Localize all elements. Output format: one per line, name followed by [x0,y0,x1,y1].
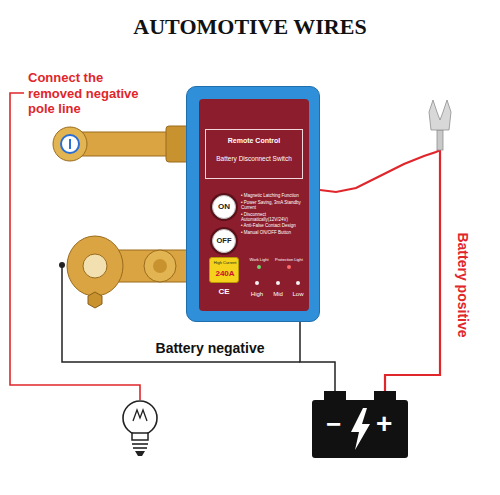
rating-label: High Current [214,261,237,266]
feature-item: • Power Saving, 3mA Standby Current [241,200,307,210]
diagram-title: AUTOMOTIVE WIRES [0,14,500,39]
clamp-post [144,250,176,282]
indicator-label: Work Light [249,258,268,263]
indicator-led [255,281,259,285]
level-label: High [251,291,263,298]
on-button: ON [212,195,236,219]
positive-wire [320,150,440,400]
title-frame [205,129,303,179]
crimp-barrel [437,130,443,150]
button-label: ON [218,202,230,211]
certification-mark: CE [218,287,229,296]
indicator-led [296,281,300,285]
callout-label: Connect the removed negative pole line [28,70,156,117]
terminal-sign: + [376,408,392,440]
feature-item: • Anti-False Contact Design [241,223,307,228]
clamp-bar [112,250,190,282]
wire-label: Battery negative [153,340,268,356]
bulb-tip [135,451,145,456]
junction-dot [59,262,65,268]
bulb-glass [123,401,157,435]
feature-item: • Disconnect Automatically(12V/24V) [241,212,307,222]
bulb-filament [133,410,147,421]
terminal-sign: − [326,410,341,440]
bulb-thread [132,443,148,445]
bulb-neck [132,433,148,440]
bolt-mark-line [69,139,71,149]
current-rating-badge: High Current 240A [209,257,239,283]
terminal-bolt [53,127,87,161]
indicator-led [276,281,280,285]
feature-item: • Magnetic Latching Function [241,193,307,198]
button-label: OFF [217,237,232,246]
fork-terminal [429,100,451,130]
bolt-mark [61,135,79,153]
wire-label: Battery positive [455,229,471,340]
indicator-led [257,265,261,269]
level-label: Mid [273,291,283,298]
bulb-thread [133,447,147,449]
device-heading: Battery Disconnect Switch [216,155,292,162]
switch-housing: Remote ControlBattery Disconnect Switch •… [186,86,320,322]
clamp-hole [83,254,107,278]
lightning-bolt [351,408,370,450]
clamp-post-center [153,259,167,273]
indicator-led [287,265,291,269]
indicator-label: Protection Light [275,258,303,263]
rating-value: 240A [215,269,234,278]
clamp-nut [88,292,102,308]
clamp-ring [67,236,123,296]
device-heading: Remote Control [228,137,281,145]
off-button: OFF [212,229,236,253]
battery-symbol: −+ [312,400,408,458]
feature-item: • Manual ON/OFF Button [241,230,307,235]
negative-wire [300,322,335,400]
level-label: Low [292,291,303,298]
